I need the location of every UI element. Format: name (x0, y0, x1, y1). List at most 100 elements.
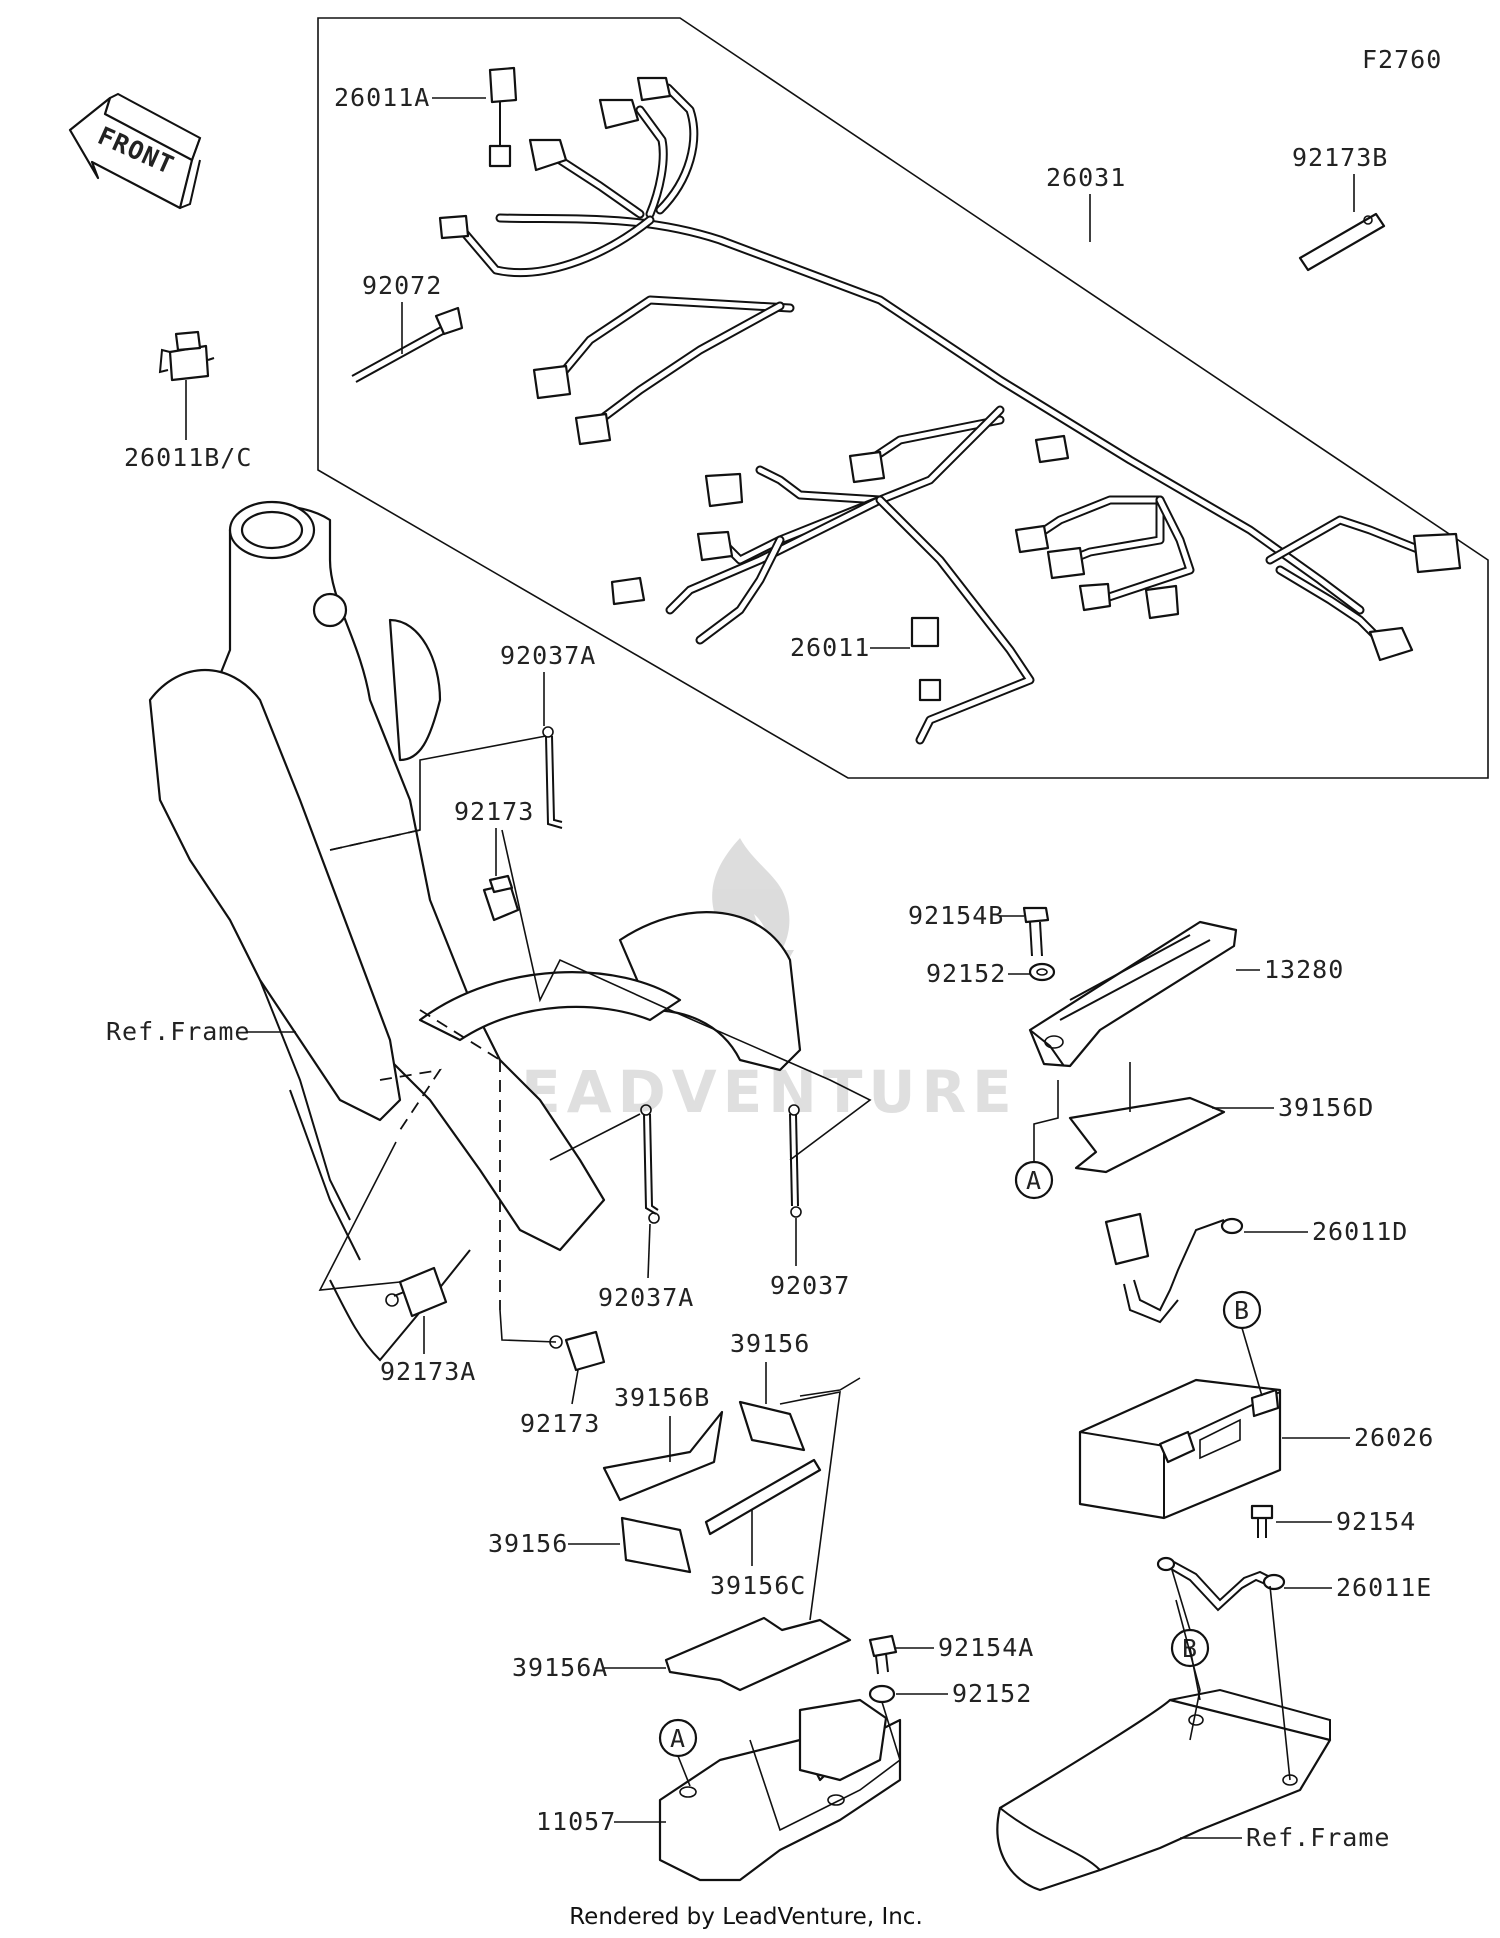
ref-circle-b-top: B (1222, 1290, 1263, 1397)
leader-battery-to-frame (1269, 1585, 1291, 1781)
ref-a-bottom-label: A (670, 1724, 686, 1753)
callout-26011BC: 26011B/C (124, 380, 252, 472)
cable-26011D (1104, 1212, 1244, 1324)
label-39156-top: 39156 (730, 1329, 810, 1358)
washer-92152-top (1028, 962, 1056, 982)
leader-92173-bottom (499, 1309, 557, 1343)
label-92037A-top: 92037A (500, 641, 596, 670)
callout-39156-left: 39156 (488, 1529, 620, 1558)
callout-39156B: 39156B (614, 1383, 710, 1462)
label-92154: 92154 (1336, 1507, 1416, 1536)
label-26011: 26011 (790, 633, 870, 662)
harness-group-outline (317, 17, 1489, 779)
bracket-92037A-top (542, 726, 563, 829)
label-26011E: 26011E (1336, 1573, 1432, 1602)
leader-case-bolt (839, 1701, 901, 1801)
bolt-92154B (1022, 906, 1050, 957)
leader-39156-group (779, 1390, 841, 1621)
label-ref-frame-left: Ref.Frame (106, 1017, 250, 1046)
dash-clamp-a (379, 1068, 442, 1131)
callout-92072: 92072 (362, 271, 442, 354)
callout-39156D: 39156D (1212, 1093, 1374, 1122)
callout-92037: 92037 (770, 1218, 850, 1300)
clip-92173B (1298, 212, 1386, 272)
leader-92173-top (501, 829, 872, 1161)
callout-26011A: 26011A (334, 83, 486, 112)
callout-92154B: 92154B (908, 901, 1024, 930)
ref-circle-a-bottom: A (658, 1718, 698, 1787)
label-39156-left: 39156 (488, 1529, 568, 1558)
callout-92152-top: 92152 (926, 959, 1030, 988)
label-92173B: 92173B (1292, 143, 1388, 172)
ref-b-top-label: B (1234, 1296, 1250, 1325)
callout-92173-bottom: 92173 (520, 1369, 600, 1438)
callout-39156-top: 39156 (730, 1329, 810, 1404)
label-92072: 92072 (362, 271, 442, 300)
dash-92173-top (419, 1009, 501, 1061)
callout-92037A-bottom: 92037A (598, 1223, 693, 1312)
battery-case-11057 (658, 1698, 902, 1882)
label-39156C: 39156C (710, 1571, 806, 1600)
label-92173A: 92173A (380, 1357, 476, 1386)
pad-39156-top (738, 1400, 806, 1452)
bolt-92154A (868, 1634, 898, 1675)
label-92173-top: 92173 (454, 797, 534, 826)
label-92037: 92037 (770, 1271, 850, 1300)
leader-92037A-bottom (549, 1113, 641, 1161)
bracket-92037A-bottom (640, 1104, 660, 1224)
pad-39156A (664, 1616, 852, 1692)
callout-92037A-top: 92037A (500, 641, 596, 726)
leader-39156-group-b (799, 1377, 861, 1397)
callout-26026: 26026 (1282, 1423, 1434, 1452)
callout-92154: 92154 (1276, 1507, 1416, 1536)
label-92154A: 92154A (938, 1633, 1034, 1662)
callout-92154A: 92154A (896, 1633, 1034, 1662)
clip-92173-top (482, 874, 520, 922)
callout-26011D: 26011D (1244, 1217, 1407, 1246)
callout-92173B: 92173B (1292, 143, 1388, 212)
figure-code: F2760 (1362, 45, 1442, 74)
clamp-92173-bottom (549, 1330, 606, 1372)
label-39156D: 39156D (1278, 1093, 1374, 1122)
frame-left (148, 500, 802, 1362)
clamp-92173A (385, 1266, 448, 1318)
battery-26026 (1078, 1378, 1282, 1520)
label-39156A: 39156A (512, 1653, 608, 1682)
ref-a-top-label: A (1026, 1166, 1042, 1195)
band-92072 (351, 306, 464, 383)
watermark-text: LEADVENTURE (478, 1058, 1018, 1126)
main-wire-harness (438, 66, 1462, 745)
callout-92152-bottom: 92152 (896, 1679, 1032, 1708)
callout-ref-frame-left: Ref.Frame (106, 1017, 296, 1046)
label-26011BC: 26011B/C (124, 443, 252, 472)
callout-39156A: 39156A (512, 1653, 666, 1682)
pad-39156B (602, 1410, 724, 1502)
label-13280: 13280 (1264, 955, 1344, 984)
label-ref-frame-right: Ref.Frame (1246, 1823, 1390, 1852)
label-26026: 26026 (1354, 1423, 1434, 1452)
leader-holder-to-frame (1189, 1647, 1201, 1701)
pad-39156C (704, 1458, 822, 1536)
battery-holder-13280 (1028, 920, 1238, 1068)
dash-92037A-top (329, 829, 421, 851)
callout-39156C: 39156C (710, 1510, 806, 1600)
ref-circle-a-top: A (1014, 1080, 1059, 1200)
callout-92173A: 92173A (380, 1316, 476, 1386)
cable-26011E (1156, 1556, 1286, 1612)
leader-92173A (318, 1141, 401, 1291)
label-26011A: 26011A (334, 83, 430, 112)
label-92152-bottom: 92152 (952, 1679, 1032, 1708)
label-92173-bottom: 92173 (520, 1409, 600, 1438)
callout-26031: 26031 (1046, 163, 1125, 242)
callout-26011: 26011 (790, 633, 910, 662)
callout-ref-frame-right: Ref.Frame (1180, 1823, 1390, 1852)
label-39156B: 39156B (614, 1383, 710, 1412)
pad-39156-left (620, 1516, 692, 1574)
bolt-92154 (1250, 1504, 1274, 1538)
label-11057: 11057 (536, 1807, 616, 1836)
frame-right (996, 1688, 1332, 1892)
callout-11057: 11057 (536, 1807, 666, 1836)
front-arrow: FRONT (68, 92, 202, 210)
callout-92173-top: 92173 (454, 797, 534, 876)
